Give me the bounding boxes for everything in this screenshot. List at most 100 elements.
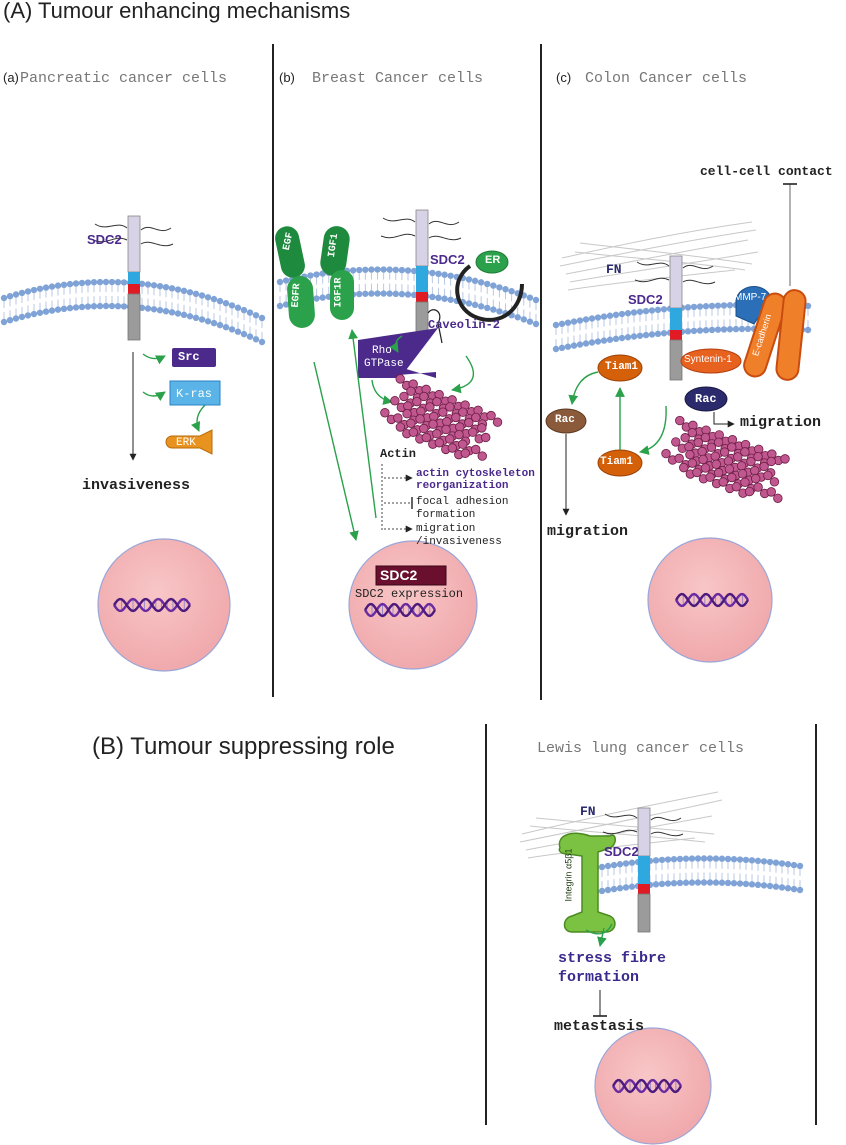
migration-label-left: migration — [547, 523, 629, 540]
lipid-head — [228, 326, 236, 333]
actin-monomer — [428, 419, 438, 429]
lipid-head — [696, 303, 704, 310]
lipid-head — [471, 277, 479, 285]
lipid-head — [0, 294, 8, 302]
lipid-head — [66, 304, 74, 312]
lipid-head — [349, 267, 357, 274]
dna-strand — [675, 592, 749, 608]
lipid-head — [652, 857, 660, 864]
lipid-head — [120, 279, 128, 286]
lipid-head — [252, 312, 260, 319]
er-label: ER — [485, 254, 501, 266]
lipid-head — [612, 311, 620, 319]
lipid-head — [222, 324, 230, 331]
actin-monomer — [402, 409, 412, 419]
lipid-head — [362, 290, 369, 297]
lipid-head — [624, 310, 632, 317]
lipid-head — [36, 309, 44, 316]
lipid-head — [508, 288, 515, 295]
lipid-head — [24, 312, 32, 319]
lipid-head — [636, 308, 644, 315]
lipid-head — [622, 860, 630, 867]
lipid-head — [307, 272, 314, 279]
actin-monomer — [697, 446, 707, 457]
actin-label: Actin — [380, 447, 417, 461]
kras-activation-arrow — [142, 391, 166, 401]
section-b-title: (B) Tumour suppressing role — [92, 733, 395, 760]
lipid-head — [12, 291, 20, 298]
lipid-head — [642, 331, 650, 339]
lipid-head — [108, 302, 116, 310]
lipid-head — [496, 308, 503, 315]
lipid-head — [682, 855, 690, 862]
sdc2-expression-label: SDC2 expression — [355, 587, 464, 601]
actin-monomer — [700, 432, 711, 443]
igf1r-receptor — [320, 226, 354, 320]
lipid-head — [362, 266, 369, 273]
lipid-head — [712, 879, 720, 886]
lipid-head — [386, 290, 393, 297]
lipid-head — [654, 330, 662, 338]
lipid-head — [772, 859, 780, 866]
lipid-head — [784, 861, 792, 868]
panel-c-letter: (c) — [556, 70, 572, 85]
lipid-head — [588, 339, 596, 346]
rac-label-left: Rac — [555, 414, 575, 426]
lipid-head — [96, 278, 104, 286]
lipid-head — [429, 269, 436, 277]
lipid-head — [736, 856, 744, 863]
lipid-head — [726, 302, 734, 309]
lipid-head — [198, 316, 206, 323]
lipid-head — [738, 325, 746, 333]
lipid-head — [618, 334, 626, 342]
migration-label-right: migration — [740, 414, 822, 431]
sdc2-rod-c — [634, 255, 716, 381]
actin-monomer — [713, 437, 724, 448]
actin-monomer — [471, 444, 481, 455]
lipid-head — [72, 280, 80, 287]
lipid-head — [604, 886, 612, 894]
lipid-head — [576, 341, 584, 348]
lipid-head — [690, 327, 698, 335]
lipid-head — [162, 307, 170, 315]
lipid-head — [490, 282, 497, 289]
lipid-head — [648, 307, 656, 314]
panel-c-heading: Colon Cancer cells — [585, 70, 748, 87]
e-cadherin-c — [743, 289, 807, 381]
actin-monomer — [416, 406, 426, 416]
rac-shape-right — [684, 386, 728, 412]
actin-monomer — [684, 442, 694, 452]
lipid-head — [48, 283, 56, 290]
lipid-head — [174, 310, 182, 317]
lipid-head — [778, 860, 786, 867]
lipid-head — [54, 282, 62, 289]
lipid-head — [410, 291, 418, 299]
lipid-head — [246, 309, 254, 316]
actin-monomer — [406, 386, 416, 396]
lipid-head — [630, 309, 638, 316]
mmp7-label: MMP-7 — [734, 292, 767, 303]
lipid-head — [706, 855, 714, 862]
actin-monomer — [408, 427, 419, 437]
rho-gtpase-wedge — [358, 328, 438, 378]
lipid-head — [526, 318, 534, 325]
actin-monomer — [458, 407, 468, 417]
lipid-head — [610, 885, 618, 893]
actin-monomer — [766, 487, 776, 497]
lipid-head — [790, 885, 798, 893]
lipid-head — [404, 291, 412, 298]
src-activation-arrow — [142, 353, 166, 365]
lipid-head — [66, 280, 74, 288]
actin-monomer — [746, 456, 756, 467]
lipid-head — [724, 855, 732, 863]
egfr-receptor — [275, 226, 315, 328]
rac-label-right: Rac — [695, 392, 717, 406]
lipid-head — [156, 282, 164, 290]
lipid-head — [616, 885, 624, 892]
lipid-head — [252, 336, 260, 343]
actin-monomer — [441, 424, 451, 435]
lipid-head — [730, 880, 738, 887]
lipid-head — [144, 281, 152, 288]
lipid-head — [429, 293, 436, 301]
effect-migration-line1: migration — [416, 523, 476, 535]
